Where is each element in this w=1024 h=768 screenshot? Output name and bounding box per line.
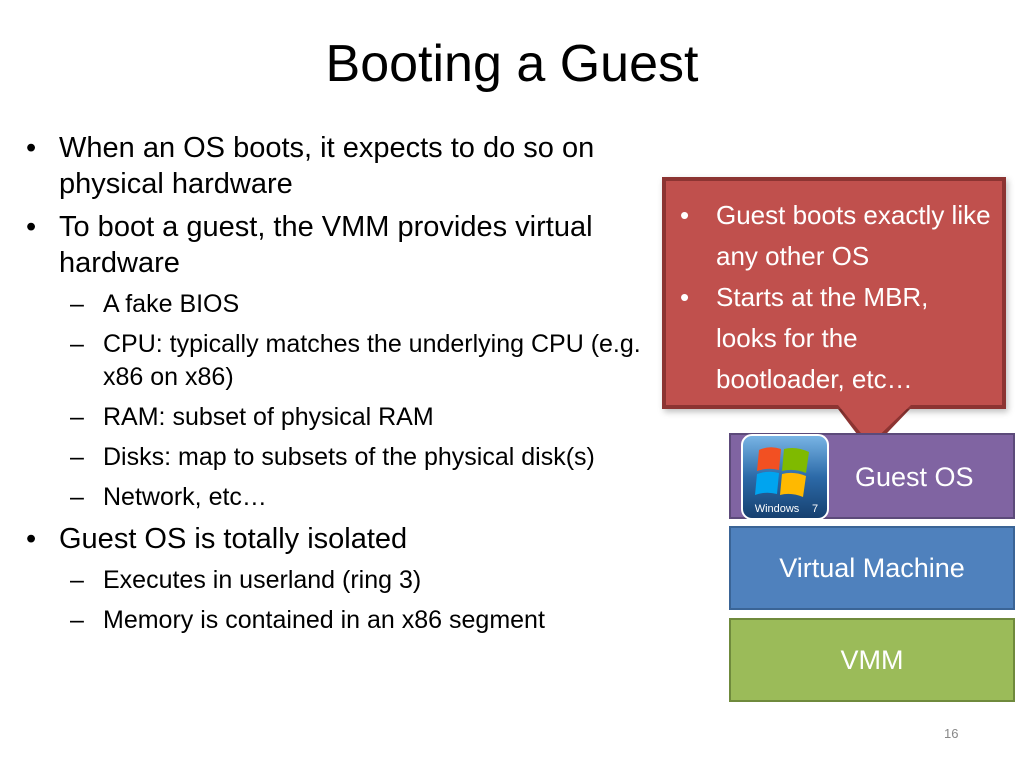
dash-marker: – <box>70 443 84 471</box>
sub-bullet-text: Network, etc… <box>103 483 267 511</box>
logo-version: 7 <box>812 503 818 515</box>
bullet-marker: • <box>26 523 37 555</box>
sub-bullet-item: – Executes in userland (ring 3) <box>22 564 667 597</box>
bullet-text: To boot a guest, the VMM provides virtua… <box>59 211 593 279</box>
callout-box: • Guest boots exactly like any other OS … <box>662 177 1006 409</box>
sub-bullet-item: – Disks: map to subsets of the physical … <box>22 441 667 474</box>
windows-7-logo-icon: Windows 7 <box>741 434 829 520</box>
dash-marker: – <box>70 330 84 358</box>
dash-marker: – <box>70 606 84 634</box>
bullet-item: • Guest OS is totally isolated <box>22 521 667 557</box>
sub-bullet-text: Disks: map to subsets of the physical di… <box>103 443 595 471</box>
vmm-label: VMM <box>840 644 904 675</box>
dash-marker: – <box>70 483 84 511</box>
dash-marker: – <box>70 566 84 594</box>
page-number: 16 <box>944 726 959 741</box>
bullet-text: Guest OS is totally isolated <box>59 523 408 555</box>
callout-list: • Guest boots exactly like any other OS … <box>676 195 992 400</box>
logo-text: Windows <box>755 503 800 515</box>
callout-item: • Starts at the MBR, looks for the bootl… <box>676 277 992 400</box>
bullet-item: • When an OS boots, it expects to do so … <box>22 130 667 202</box>
bullet-marker: • <box>26 211 37 243</box>
sub-bullet-text: CPU: typically matches the underlying CP… <box>103 330 641 391</box>
callout-text: Starts at the MBR, looks for the bootloa… <box>716 282 929 394</box>
sub-bullet-item: – RAM: subset of physical RAM <box>22 401 667 434</box>
virtual-machine-layer: Virtual Machine <box>729 526 1015 610</box>
dash-marker: – <box>70 290 84 318</box>
bullet-marker: • <box>680 200 690 230</box>
bullet-item: • To boot a guest, the VMM provides virt… <box>22 209 667 281</box>
sub-bullet-text: Memory is contained in an x86 segment <box>103 606 545 634</box>
vmm-layer: VMM <box>729 618 1015 702</box>
bullet-list: • When an OS boots, it expects to do so … <box>22 130 667 644</box>
sub-bullet-text: RAM: subset of physical RAM <box>103 403 434 431</box>
bullet-marker: • <box>26 132 37 164</box>
guest-os-label: Guest OS <box>855 461 974 492</box>
sub-bullet-item: – Network, etc… <box>22 481 667 514</box>
virtual-machine-label: Virtual Machine <box>779 552 965 583</box>
sub-bullet-text: A fake BIOS <box>103 290 240 318</box>
callout-item: • Guest boots exactly like any other OS <box>676 195 992 277</box>
sub-bullet-item: – CPU: typically matches the underlying … <box>22 328 667 394</box>
bullet-text: When an OS boots, it expects to do so on… <box>59 132 595 200</box>
sub-bullet-item: – Memory is contained in an x86 segment <box>22 604 667 637</box>
sub-bullet-text: Executes in userland (ring 3) <box>103 566 422 594</box>
callout-text: Guest boots exactly like any other OS <box>716 200 991 271</box>
slide-title: Booting a Guest <box>325 35 699 93</box>
sub-bullet-item: – A fake BIOS <box>22 288 667 321</box>
dash-marker: – <box>70 403 84 431</box>
bullet-marker: • <box>680 282 690 312</box>
